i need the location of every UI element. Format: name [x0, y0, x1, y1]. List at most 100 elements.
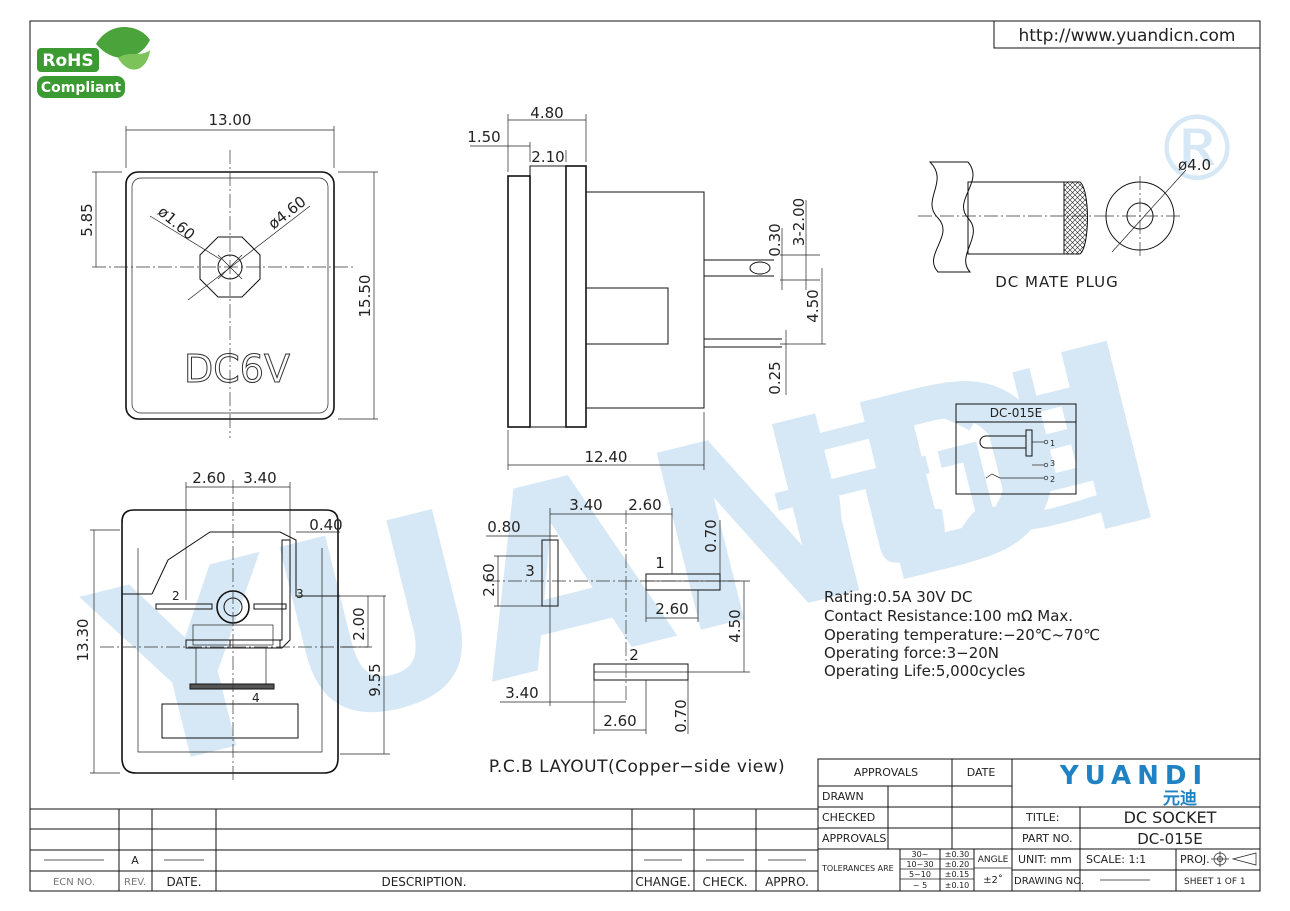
part-value: DC-015E: [1137, 830, 1203, 848]
bottom-view: 2 3 4 2.60 3.40 0.40 13.30 2.00 9.55: [74, 469, 390, 780]
ecn-label: ECN NO.: [53, 877, 95, 888]
brand-logo-cn: 元迪: [1163, 788, 1197, 809]
title-value: DC SOCKET: [1124, 808, 1217, 827]
spec-line: Operating Life:5,000cycles: [824, 662, 1026, 680]
tol-range: 10~30: [906, 860, 933, 869]
rohs-logo: RoHS Compliant: [37, 27, 150, 98]
spec-line: Contact Resistance:100 mΩ Max.: [824, 607, 1073, 625]
drawing-no-label: DRAWING NO.: [1014, 876, 1084, 887]
leaf-icon: [96, 27, 150, 58]
pcb-dim-260-bot: 2.60: [603, 712, 636, 730]
pcb-dim-260-left: 2.60: [480, 563, 498, 596]
bottom-pin3: 3: [296, 587, 304, 601]
spec-line: Rating:0.5A 30V DC: [824, 588, 972, 606]
pcb-dim-260-top: 2.60: [628, 496, 661, 514]
approvals-header: APPROVALS: [854, 766, 918, 779]
hole-large-dim: ø4.60: [265, 193, 310, 233]
change-label: CHANGE.: [635, 875, 690, 889]
pcb-dim-260-mid: 2.60: [655, 600, 688, 618]
pcb-dim-450: 4.50: [726, 609, 744, 642]
url-box: [993, 20, 1261, 49]
title-label: TITLE:: [1025, 811, 1059, 824]
side-dim-d3: 2.10: [531, 148, 564, 166]
angle-label: ANGLE: [978, 855, 1009, 865]
schematic: DC-015E 1 3 2: [955, 403, 1077, 495]
marking-text: DC6V: [184, 347, 290, 391]
tolerances-label: TOLERANCES ARE: [821, 864, 894, 873]
compliant-text: Compliant: [41, 80, 122, 96]
tol-value: ±0.10: [945, 881, 970, 890]
side-dim-d2: 4.80: [530, 104, 563, 122]
pad3-label: 3: [525, 562, 535, 580]
pcb-layout-title: P.C.B LAYOUT(Copper−side view): [489, 757, 785, 777]
projection-icon: [1211, 851, 1257, 867]
drawing-border: [29, 20, 1261, 892]
checked-label: CHECKED: [822, 811, 875, 824]
front-view: ø1.60 ø4.60 13.00 15.50 5.85 DC6V: [78, 111, 378, 438]
rev-label: REV.: [124, 877, 146, 888]
tol-value: ±0.30: [945, 850, 970, 859]
pcb-dim-070-top: 0.70: [702, 519, 720, 552]
side-dim-d5: 3-2.00: [790, 198, 808, 246]
bottom-dim-d4: 13.30: [74, 619, 92, 662]
bottom-dim-d2: 3.40: [243, 469, 276, 487]
drawn-label: DRAWN: [822, 790, 864, 803]
specs: Rating:0.5A 30V DC Contact Resistance:10…: [824, 588, 1100, 680]
bottom-pin4: 4: [252, 691, 260, 705]
tol-value: ±0.20: [945, 860, 970, 869]
leaf-icon: [118, 50, 150, 70]
pcb-dim-080: 0.80: [487, 518, 520, 536]
spec-line: Operating force:3−20N: [824, 644, 999, 662]
scale-label: SCALE: 1:1: [1086, 853, 1146, 866]
pcb-layout: 3 1 2 3.40 2.60 0.80 0.70 2.60 2.60 4.50…: [480, 496, 785, 777]
approvals-label: APPROVALS: [822, 832, 886, 845]
schematic-title: DC-015E: [990, 406, 1042, 420]
pcb-dim-070-bot: 0.70: [672, 699, 690, 732]
rohs-text: RoHS: [42, 51, 93, 71]
part-label: PART NO.: [1022, 832, 1072, 845]
schematic-pin1: 1: [1050, 439, 1055, 448]
rev-value: A: [131, 854, 139, 867]
pcb-dim-340-bot: 3.40: [505, 684, 538, 702]
angle-value: ±2˚: [983, 874, 1003, 886]
plug-label: DC MATE PLUG: [995, 273, 1119, 291]
side-view: 4.80 1.50 2.10 0.30 3-2.00 4.50 0.25 12.…: [467, 104, 826, 470]
spec-line: Operating temperature:−20℃~70℃: [824, 626, 1100, 644]
title-block: APPROVALS DATE DRAWN CHECKED APPROVALS T…: [817, 758, 1261, 892]
side-dim-length: 12.40: [585, 448, 628, 466]
pcb-dim-340-top: 3.40: [569, 496, 602, 514]
mate-plug: ø4.0 DC MATE PLUG: [918, 156, 1211, 291]
pad2-label: 2: [629, 646, 639, 664]
schematic-pin2: 2: [1050, 475, 1055, 484]
tol-range: 30~: [912, 850, 929, 859]
appro-label: APPRO.: [765, 875, 809, 889]
watermark-registered: ®: [1152, 97, 1242, 202]
bottom-dim-d6: 9.55: [366, 663, 384, 696]
brand-logo: YUANDI: [1059, 761, 1208, 791]
date-header: DATE: [967, 766, 996, 779]
unit-label: UNIT: mm: [1018, 853, 1072, 866]
tol-range: 5~10: [909, 870, 931, 879]
side-dim-d6: 4.50: [804, 289, 822, 322]
bottom-dim-d1: 2.60: [192, 469, 225, 487]
date-label: DATE.: [166, 875, 201, 889]
sheet-label: SHEET 1 OF 1: [1184, 877, 1246, 887]
check-label: CHECK.: [702, 875, 747, 889]
side-dim-d4: 0.30: [766, 223, 784, 256]
projection-label: PROJ.: [1180, 853, 1210, 866]
plug-diameter: ø4.0: [1178, 156, 1211, 174]
bottom-dim-d5: 2.00: [350, 607, 368, 640]
offset-dim: 5.85: [78, 203, 96, 236]
description-label: DESCRIPTION.: [381, 875, 466, 889]
url-text: http://www.yuandicn.com: [1018, 26, 1235, 46]
side-dim-d7: 0.25: [766, 361, 784, 394]
pad1-label: 1: [655, 554, 665, 572]
bottom-dim-d3: 0.40: [309, 516, 342, 534]
bottom-pin2: 2: [172, 589, 180, 603]
height-dim: 15.50: [356, 275, 374, 318]
revision-block: A ECN NO. REV. DATE. DESCRIPTION. CHANGE…: [30, 808, 818, 891]
tol-range: ~ 5: [913, 881, 927, 890]
side-dim-d1: 1.50: [467, 128, 500, 146]
width-dim: 13.00: [209, 111, 252, 129]
